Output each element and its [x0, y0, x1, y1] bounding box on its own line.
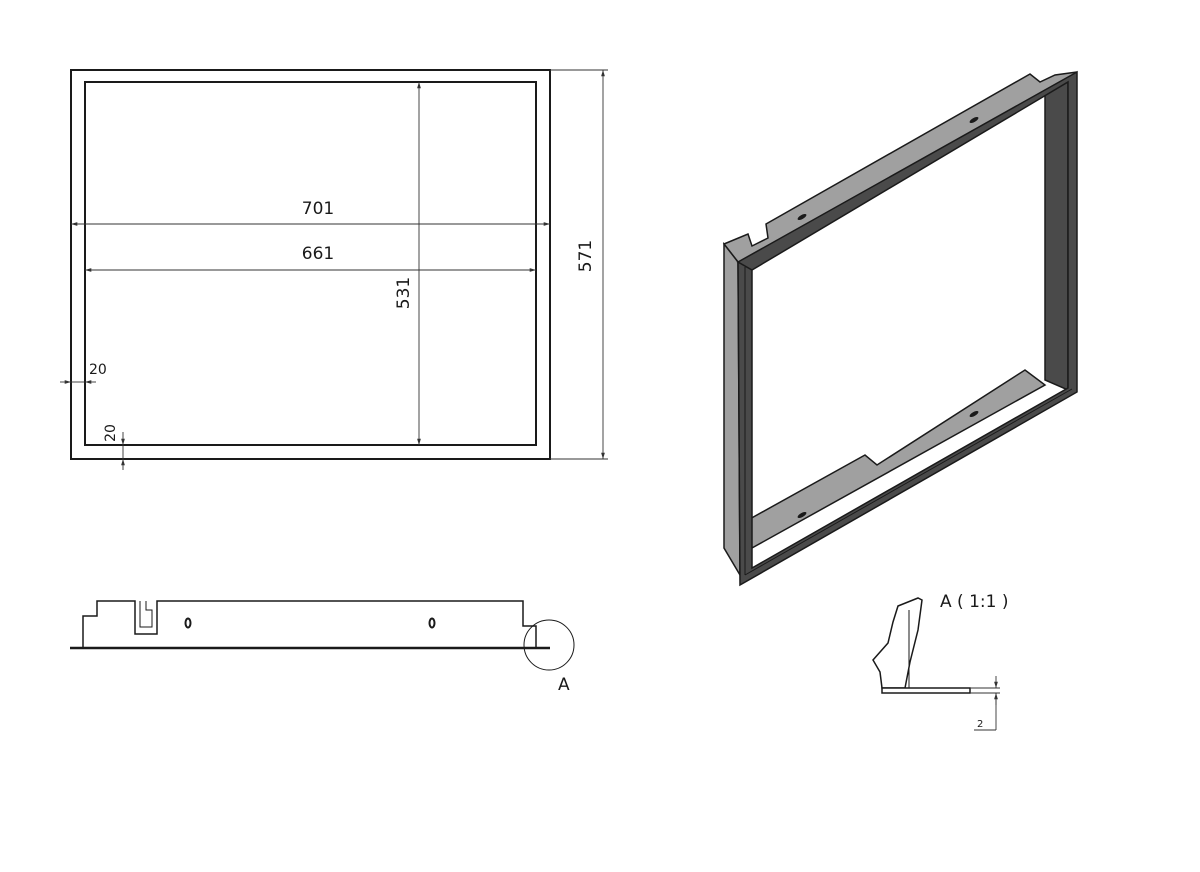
detail-a-title: A ( 1:1 ) [940, 592, 1008, 612]
iso-top-flange [722, 71, 1078, 263]
detail-a-profile [872, 597, 923, 689]
dimension-inner-width: 661 [85, 244, 536, 272]
inner-height-label: 531 [394, 277, 414, 309]
dimension-outer-height: 571 [550, 69, 608, 460]
side-profile [82, 600, 537, 648]
thickness-label: 2 [977, 719, 983, 730]
dimension-side-offset: 20 [60, 362, 107, 384]
iso-bottom-slot-right [969, 410, 979, 418]
side-slot-right [428, 617, 436, 629]
inner-width-label: 661 [302, 244, 334, 264]
front-view: 701 661 531 571 20 [60, 69, 608, 470]
detail-a-callout-label: A [558, 675, 570, 695]
iso-bottom-slot-left [797, 511, 807, 519]
dimension-inner-height: 531 [394, 82, 421, 445]
frame-inner-outline [84, 81, 537, 446]
dimension-thickness: 2 [970, 676, 1000, 731]
outer-width-label: 701 [302, 199, 334, 219]
dimension-outer-width: 701 [71, 199, 550, 226]
iso-bottom-flange [747, 369, 1047, 550]
frame-outer-outline [70, 69, 551, 460]
detail-a-base-plate [881, 687, 971, 694]
bottom-offset-label: 20 [103, 424, 119, 442]
side-offset-label: 20 [89, 362, 107, 378]
iso-top-slot-right [969, 116, 979, 124]
detail-a-callout-circle [523, 619, 575, 671]
iso-top-slot-left [797, 213, 807, 221]
outer-height-label: 571 [576, 240, 596, 272]
dimension-bottom-offset: 20 [103, 424, 125, 470]
iso-right-side-inner [1044, 80, 1069, 392]
side-view: A [70, 600, 575, 695]
isometric-view [722, 70, 1078, 587]
detail-a-view: A ( 1:1 ) 2 [872, 592, 1008, 731]
side-slot-left [184, 617, 192, 629]
